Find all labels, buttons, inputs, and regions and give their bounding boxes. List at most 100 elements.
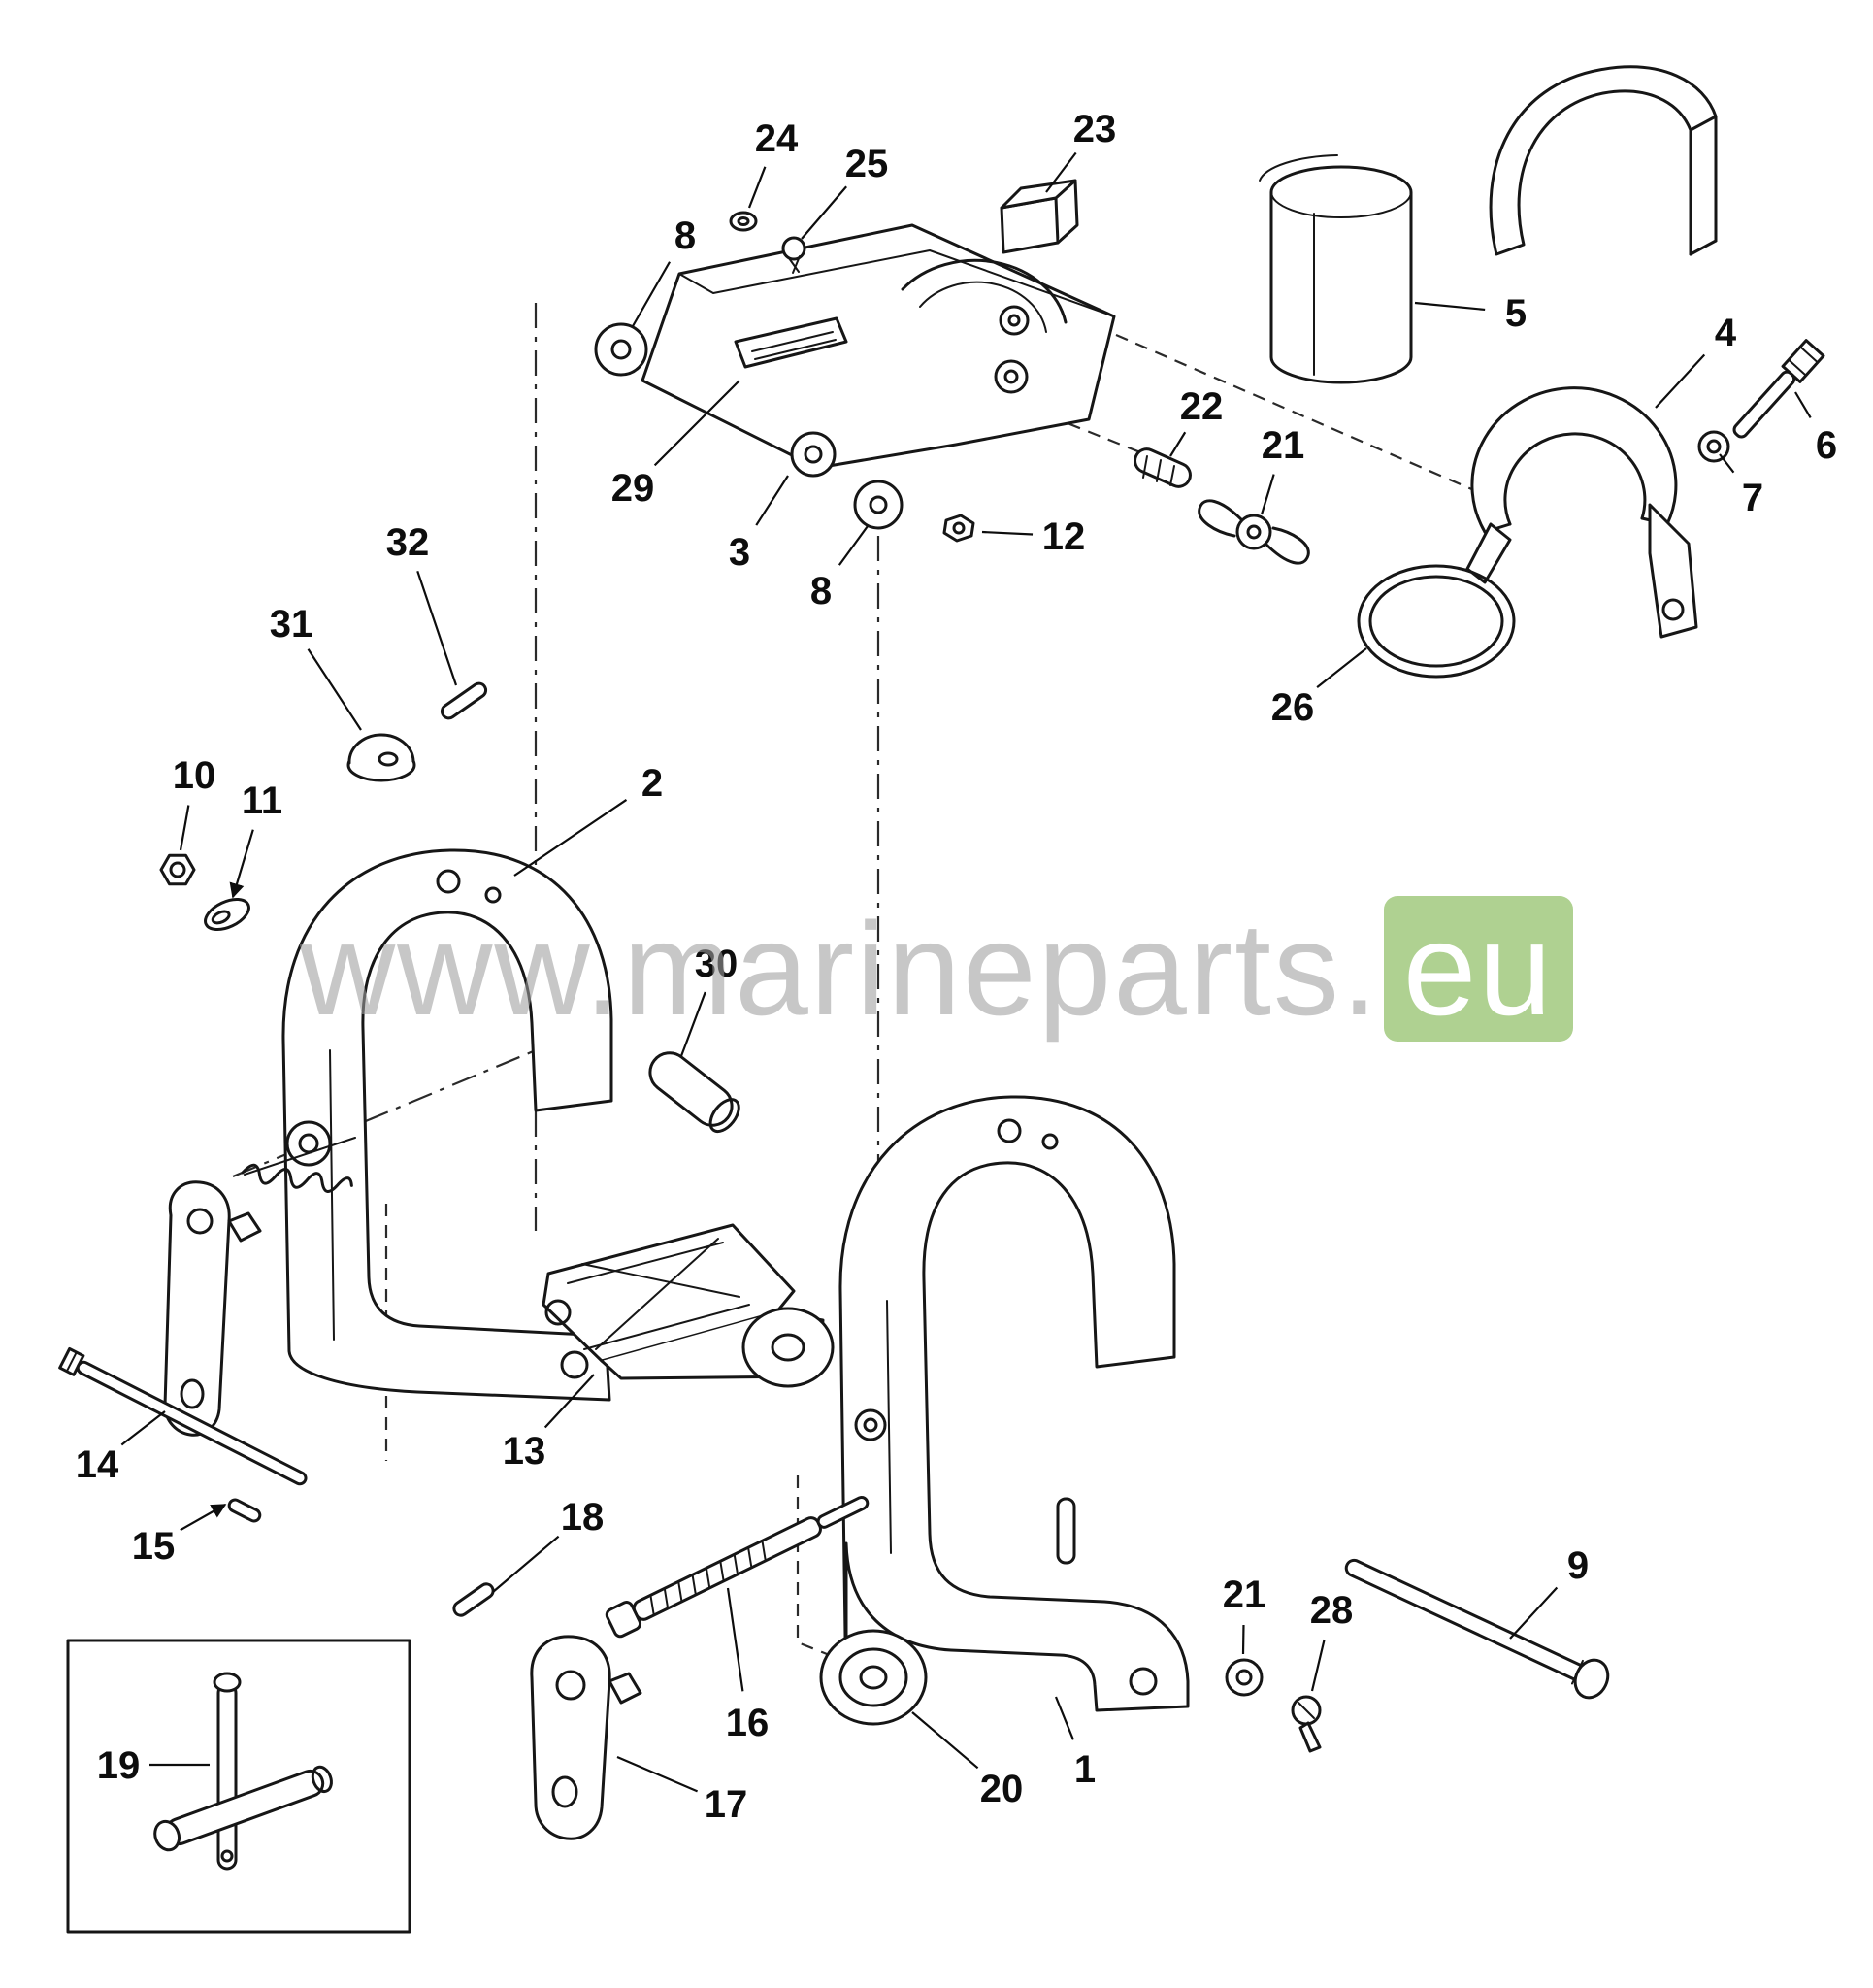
part-callout-9: 9 bbox=[1567, 1544, 1589, 1587]
part-callout-6: 6 bbox=[1816, 424, 1837, 467]
part-callout-31: 31 bbox=[270, 603, 313, 646]
cube-part-23 bbox=[1000, 179, 1079, 254]
stern-bracket-part-13 bbox=[542, 1223, 835, 1388]
part-callout-15: 15 bbox=[132, 1525, 176, 1568]
part-callout-11: 11 bbox=[242, 779, 282, 822]
part-callout-1: 1 bbox=[1074, 1748, 1096, 1791]
clamp-screw-part-16 bbox=[605, 1495, 870, 1639]
clamp-bracket-part-1 bbox=[838, 1095, 1190, 1712]
bushing-cylinder-lower bbox=[1259, 154, 1413, 384]
part-callout-19: 19 bbox=[97, 1744, 141, 1787]
callout-leader-30 bbox=[679, 991, 706, 1057]
clip-part-11 bbox=[204, 897, 250, 932]
part-callout-10: 10 bbox=[173, 754, 216, 797]
clamp-bracket-part-2 bbox=[281, 848, 613, 1402]
knob-part-31 bbox=[346, 733, 416, 782]
callout-leader-9 bbox=[1509, 1586, 1559, 1640]
roller-part-20 bbox=[819, 1629, 928, 1726]
swivel-bracket-top bbox=[594, 179, 1310, 565]
callout-leader-16 bbox=[726, 1587, 744, 1692]
part-callout-12: 12 bbox=[1042, 515, 1086, 558]
callout-leader-28 bbox=[1310, 1639, 1326, 1692]
callout-leader-17 bbox=[616, 1755, 699, 1793]
part-callout-16: 16 bbox=[726, 1702, 770, 1744]
part-callout-13: 13 bbox=[503, 1430, 546, 1473]
callout-leader-1 bbox=[1054, 1696, 1074, 1740]
part-callout-30: 30 bbox=[695, 943, 739, 985]
part-callout-26: 26 bbox=[1271, 686, 1315, 729]
clamp-handle-part-19 bbox=[153, 1672, 333, 1871]
washer-part-7 bbox=[1697, 430, 1730, 463]
swivel-pad-part-17 bbox=[530, 1635, 642, 1840]
bushing-sleeve-upper bbox=[1489, 65, 1718, 256]
callout-leader-8 bbox=[632, 261, 672, 327]
washer-8-top bbox=[594, 322, 648, 377]
part-callout-28: 28 bbox=[1310, 1589, 1354, 1632]
part-callout-18: 18 bbox=[561, 1496, 605, 1539]
callout-leader-20 bbox=[911, 1711, 979, 1770]
nut-part-12 bbox=[942, 514, 975, 543]
part-callout-23: 23 bbox=[1073, 108, 1117, 150]
callout-leader-32 bbox=[416, 570, 458, 686]
pin-part-32 bbox=[440, 681, 488, 720]
screw-part-25 bbox=[781, 236, 806, 274]
callout-leader-6 bbox=[1794, 391, 1812, 419]
part-callout-21: 21 bbox=[1223, 1574, 1266, 1616]
tilt-spring bbox=[241, 1137, 356, 1193]
callout-leader-13 bbox=[543, 1374, 595, 1429]
part-callout-24: 24 bbox=[755, 117, 799, 160]
washer-part-24 bbox=[729, 211, 758, 232]
callout-leader-18 bbox=[492, 1535, 560, 1593]
part-callout-20: 20 bbox=[980, 1768, 1024, 1810]
part-callout-7: 7 bbox=[1742, 477, 1763, 519]
part-callout-2: 2 bbox=[641, 762, 663, 805]
part-callout-3: 3 bbox=[729, 531, 750, 574]
callout-leader-8 bbox=[838, 525, 869, 566]
pin-part-22 bbox=[1134, 447, 1192, 488]
callout-leader-25 bbox=[801, 185, 847, 240]
part-callout-8: 8 bbox=[674, 215, 696, 257]
inset-box bbox=[66, 1639, 411, 1934]
part-callout-21: 21 bbox=[1262, 424, 1305, 467]
callout-leader-3 bbox=[755, 475, 789, 526]
pin-part-18 bbox=[452, 1582, 495, 1617]
callout-leader-2 bbox=[513, 799, 628, 877]
pivot-pin-part-30 bbox=[648, 1051, 740, 1134]
callout-leader-5 bbox=[1414, 301, 1486, 312]
part-callout-8: 8 bbox=[810, 570, 832, 613]
callout-leader-31 bbox=[307, 648, 362, 731]
pin-part-15 bbox=[227, 1498, 262, 1523]
bolt-part-9 bbox=[1344, 1558, 1610, 1700]
clamp-part-4 bbox=[1465, 386, 1698, 639]
callout-leader-15 bbox=[180, 1504, 227, 1532]
callout-leader-12 bbox=[981, 530, 1034, 536]
callout-leader-22 bbox=[1169, 431, 1187, 457]
part-callout-5: 5 bbox=[1505, 292, 1527, 335]
callout-leader-7 bbox=[1719, 453, 1735, 474]
callout-leader-26 bbox=[1316, 647, 1367, 689]
washer-part-21-bottom bbox=[1225, 1658, 1264, 1697]
part-callout-17: 17 bbox=[705, 1783, 748, 1826]
part-callout-14: 14 bbox=[76, 1443, 119, 1486]
callout-leader-24 bbox=[747, 166, 767, 209]
screw-part-28 bbox=[1291, 1695, 1322, 1753]
part-callout-4: 4 bbox=[1715, 312, 1737, 354]
callout-leader-4 bbox=[1655, 353, 1706, 409]
callout-leader-11 bbox=[229, 829, 254, 899]
bushing-set-part-5 bbox=[1259, 65, 1718, 384]
nut-part-10 bbox=[159, 853, 196, 886]
callout-leader-10 bbox=[179, 805, 190, 851]
part-callout-25: 25 bbox=[845, 143, 889, 185]
tilt-lever-clevis bbox=[163, 1180, 262, 1437]
callout-leader-21 bbox=[1260, 474, 1275, 515]
washer-8-lower bbox=[853, 480, 904, 530]
rod-part-14 bbox=[58, 1346, 308, 1486]
callout-leader-14 bbox=[120, 1410, 166, 1446]
part-callout-32: 32 bbox=[386, 521, 430, 564]
callout-leader-29 bbox=[653, 380, 740, 467]
wing-nut-part-21-top bbox=[1198, 499, 1310, 565]
part-callout-29: 29 bbox=[611, 467, 655, 510]
